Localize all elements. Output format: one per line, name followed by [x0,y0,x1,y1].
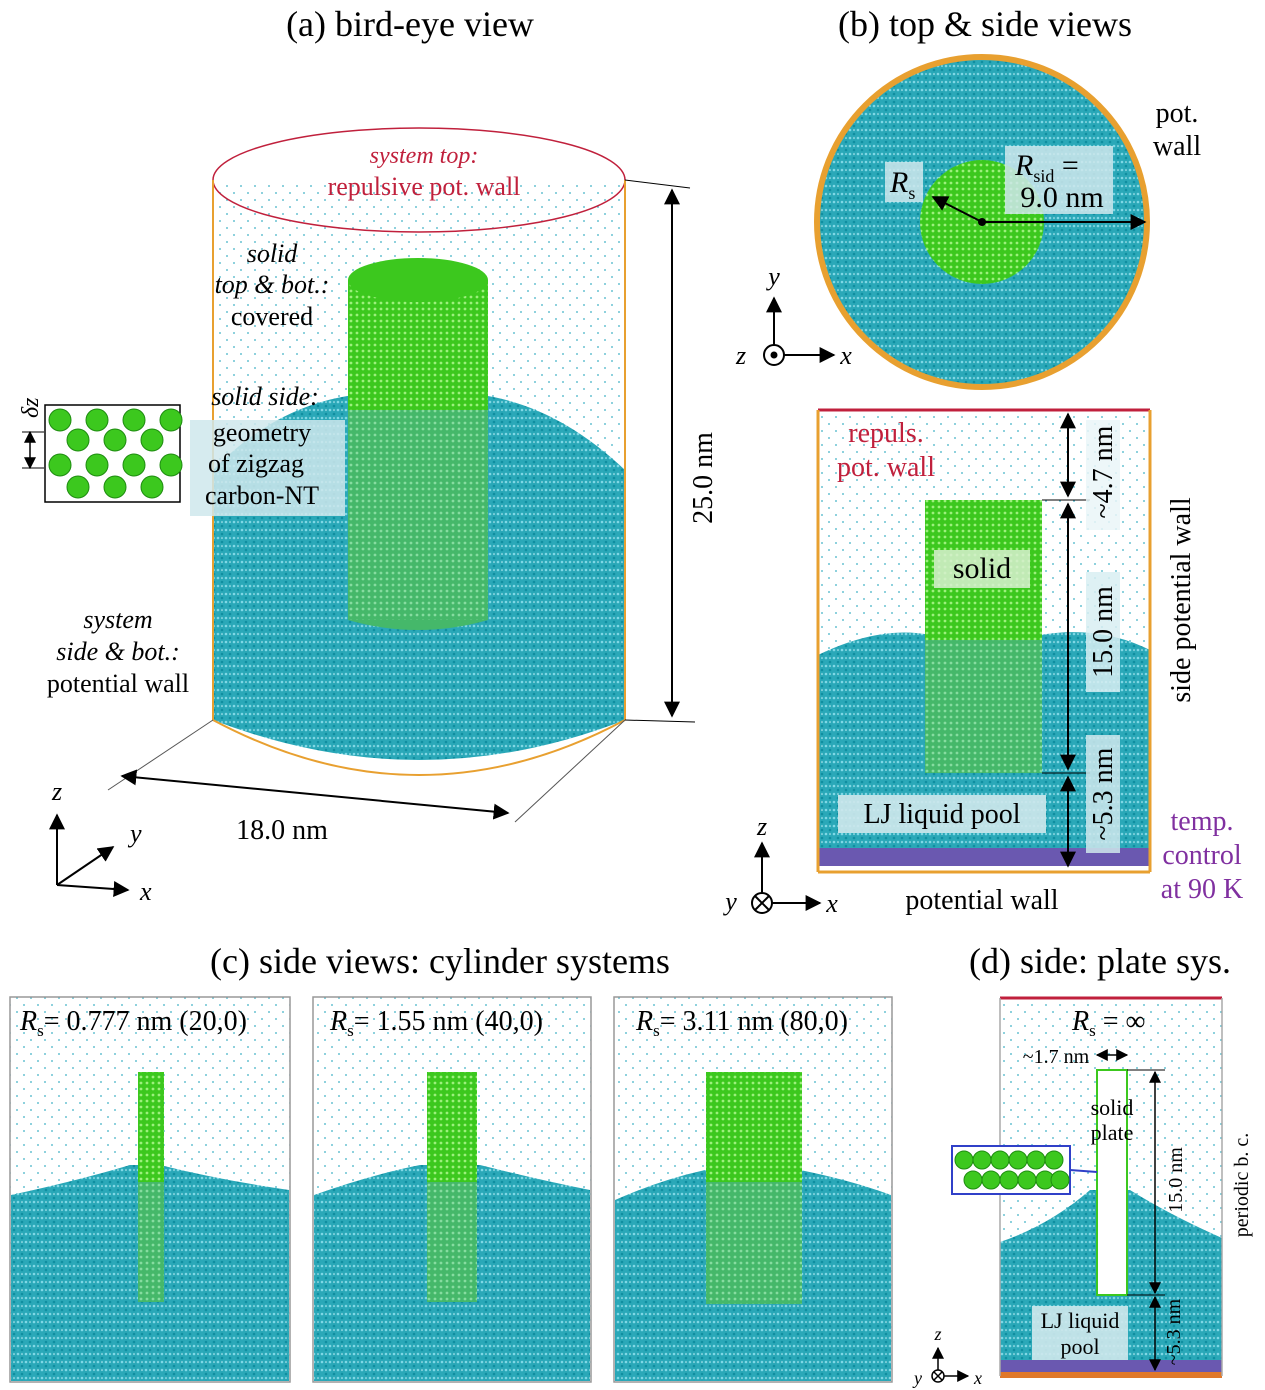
repuls-label: repuls. [848,418,923,449]
solid-plate [1096,1069,1128,1296]
svg-text:Rs= 0.777 nm (20,0): Rs= 0.777 nm (20,0) [19,1006,247,1040]
svg-text:Rs = ∞: Rs = ∞ [1071,1006,1146,1040]
svg-text:Rs= 1.55 nm (40,0): Rs= 1.55 nm (40,0) [329,1006,543,1040]
axis-a-y: y [127,819,142,848]
lj-pool-label: LJ liquid pool [863,799,1020,830]
axis-b-top-z: z [735,341,746,370]
axis-a-z: z [51,777,62,806]
dz-label: δz [18,397,44,418]
plate-rs-sub: s [1089,1021,1096,1040]
solid-side-label: solid side: [211,382,319,411]
solid-cylinder-cap [348,258,488,302]
sub3-rs: R [635,1006,653,1037]
width-dimension [120,769,510,820]
axis-b-side-z: z [756,812,767,841]
dim-top-label: ~4.7 nm [1088,425,1119,518]
plate-lj-label: LJ liquid [1041,1308,1120,1333]
panel-c: (c) side views: cylinder systems Rs= 0.7… [9,941,893,1383]
sub-panel-3 [613,996,893,1383]
side-potential-wall-label: side potential wall [1166,497,1197,703]
axis-a-x: x [139,877,152,906]
sub-panel-2 [312,996,592,1383]
system-label: system [83,605,152,634]
periodic-label: periodic b. c. [1231,1133,1253,1237]
potential-wall-b-label: potential wall [905,885,1058,916]
width-label: 18.0 nm [236,815,328,846]
rs-symbol: R [889,166,908,199]
axis-b-side-x: x [825,889,838,918]
plate-rs: R [1071,1006,1089,1037]
rsid-eq: = [1054,149,1078,182]
wall-label: wall [1153,131,1201,162]
svg-text:Rs= 3.11 nm (80,0): Rs= 3.11 nm (80,0) [635,1006,848,1040]
sub1-value: = 0.777 nm (20,0) [44,1006,247,1037]
zigzag-label: of zigzag [208,449,304,478]
solid-side-view-label: solid [953,552,1011,585]
panel-b-title: (b) top & side views [838,4,1132,44]
svg-text:Rsid =: Rsid = [1014,149,1079,186]
plate-pool-label: pool [1060,1334,1099,1359]
plate-inset [951,1145,1098,1195]
panel-d-title: (d) side: plate sys. [969,941,1231,981]
side-bot-label: side & bot.: [56,637,180,666]
axis-d-z: z [933,1324,941,1344]
axis-d-x: x [973,1368,982,1388]
plate-thickness: ~1.7 nm [1023,1046,1090,1068]
sub2-value: = 1.55 nm (40,0) [354,1006,543,1037]
sub3-rs-sub: s [653,1021,660,1040]
sub3-value: = 3.11 nm (80,0) [660,1006,848,1037]
panel-c-title: (c) side views: cylinder systems [210,941,670,981]
solid-cylinder-lower [348,410,488,620]
system-top-value: repulsive pot. wall [328,172,521,201]
plate-bottom-label: ~5.3 nm [1163,1298,1185,1365]
plate-plate-label: plate [1091,1120,1134,1145]
covered-label: covered [231,302,313,331]
sub-panel-1 [9,996,291,1383]
geometry-label: geometry [213,418,311,447]
top-bot-label: top & bot.: [215,270,330,299]
axes-d [931,1346,970,1383]
temp-label: temp. [1171,806,1234,837]
axis-b-top-x: x [839,341,852,370]
sub1-rs-sub: s [37,1021,44,1040]
sub1-rs: R [19,1006,37,1037]
plate-solid-label: solid [1091,1095,1134,1120]
zigzag-inset [44,404,183,503]
plate-height-label: 15.0 nm [1165,1147,1187,1213]
plate-rs-value: = ∞ [1096,1006,1146,1037]
panel-a-title: (a) bird-eye view [286,4,534,44]
axis-d-y: y [912,1368,922,1388]
rsid-value: 9.0 nm [1020,181,1103,214]
pot-label: pot. [1156,98,1199,129]
dim-bot-label: ~5.3 nm [1088,747,1119,840]
sub2-rs: R [329,1006,347,1037]
axes-a [49,813,130,897]
rsid-symbol: R [1014,149,1033,182]
carbon-nt-label: carbon-NT [205,481,319,510]
height-label: 25.0 nm [688,432,719,524]
axis-b-side-y: y [722,887,737,916]
pot-wall-label: pot. wall [837,452,935,483]
dim-mid-label: 15.0 nm [1088,586,1119,678]
axes-b-top [763,296,836,366]
control-label: control [1162,840,1242,871]
plate-temp-layer [1000,1360,1222,1372]
panel-d: (d) side: plate sys. Rs = ∞ ~1.7 nm soli… [912,941,1253,1388]
system-top-label: system top: [370,143,479,169]
svg-text:Rs: Rs [889,166,915,203]
at90-label: at 90 K [1161,874,1243,905]
potential-wall-label: potential wall [47,669,189,698]
rs-radius [931,196,983,223]
sub2-rs-sub: s [347,1021,354,1040]
rsid-sub: sid [1033,166,1054,186]
panel-b: (b) top & side views Rs Rsid = 9.0 nm po… [722,4,1243,918]
rs-sub: s [908,183,915,203]
axis-b-top-y: y [765,262,780,291]
side-view-solid-lower [925,640,1042,773]
panel-a: (a) bird-eye view system top: repulsive … [18,4,719,906]
axes-b-side [751,841,822,914]
solid-label: solid [247,239,299,268]
